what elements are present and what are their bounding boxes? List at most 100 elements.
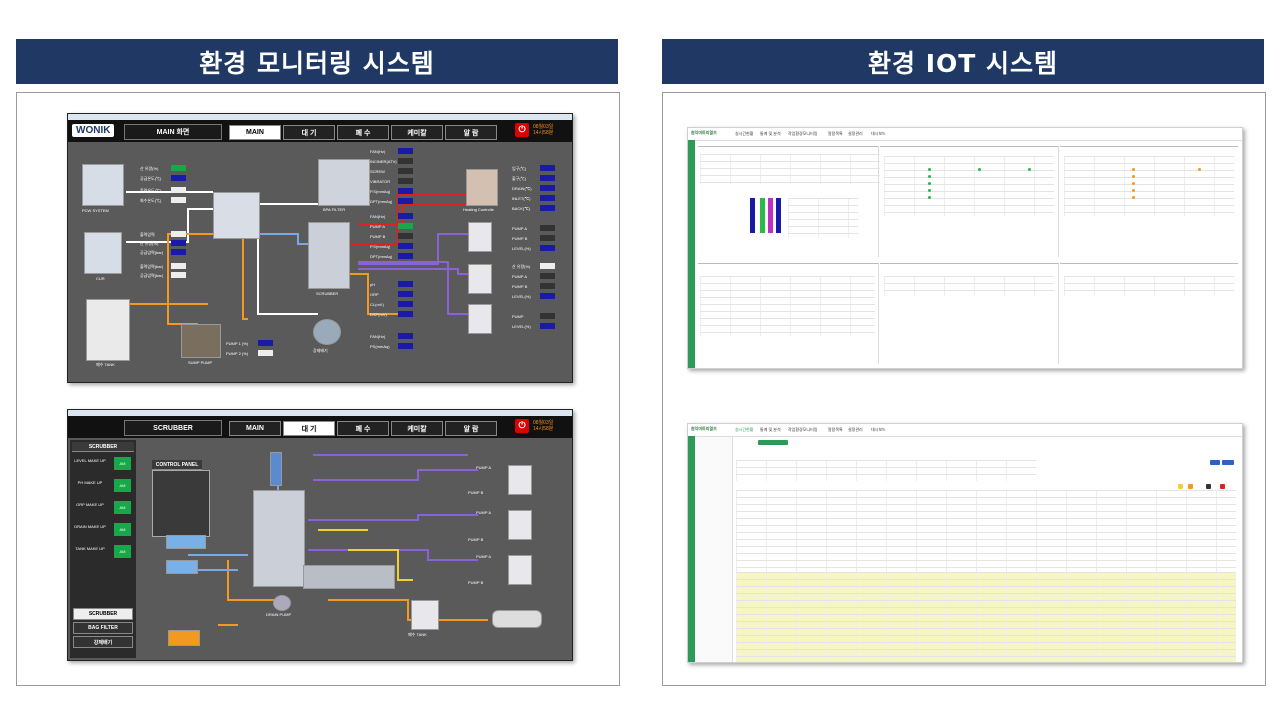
pcw-row-1: 산 유량(%) [140,166,159,171]
tab-chemical[interactable]: 케미칼 [391,421,443,436]
vent-box-2[interactable] [166,560,198,574]
low-row-4: DSP(mV) [370,312,387,317]
drain-tank[interactable] [411,600,439,630]
sump-pump-unit[interactable] [181,324,221,358]
vent-box-1[interactable] [166,535,206,549]
heating-controller[interactable] [466,169,498,206]
tab-wastewater[interactable]: 폐 수 [337,125,389,140]
bag-filter-unit[interactable] [318,159,370,206]
wastewater-tank[interactable] [86,299,130,361]
bot-row-2: PS(mmAq) [370,344,390,349]
menu-alarm[interactable]: 알람목록 [828,131,843,136]
side-label-4: DRAIN MAKE UP [74,524,106,529]
exhaust-fan[interactable] [313,319,341,345]
menu-workenv[interactable]: 작업환경모니터링 [788,427,818,432]
cur-pump-1[interactable] [468,222,492,252]
legend-chip [1178,484,1183,489]
menu-realtime[interactable]: 실시간현황 [735,131,754,136]
tab-chemical[interactable]: 케미칼 [391,125,443,140]
side-mode-1[interactable]: AM [114,457,131,470]
right3-value-1 [540,263,555,269]
active-tab-chip[interactable] [758,440,788,445]
tab-alarm[interactable]: 알 람 [445,125,497,140]
tab-wastewater[interactable]: 폐 수 [337,421,389,436]
clock-time: 14시58분 [533,426,554,432]
right1-row-2: 출구(℃) [512,176,527,181]
dash-table-2 [884,276,1054,296]
chemical-tank-3[interactable] [508,555,532,585]
left-section-header: 환경 모니터링 시스템 [16,39,618,84]
control-panel-title: CONTROL PANEL [152,460,202,470]
side-mode-3[interactable]: AM [114,501,131,514]
right2-value-1 [540,225,555,231]
top-row-2: INCINER(ATV) [370,159,397,164]
right4-value-2 [540,323,555,329]
side-mode-5[interactable]: AM [114,545,131,558]
chemical-tank-1[interactable] [508,465,532,495]
dash-mini-table [788,198,858,238]
scrubber-pipes [188,454,488,626]
chiller-unit[interactable] [84,232,122,274]
reset-button[interactable] [1222,460,1234,465]
mid-value-5 [398,253,413,259]
side-button-exhaust[interactable]: 강제배기 [73,636,133,648]
pcw-system-unit[interactable] [82,164,124,206]
dash-table-3 [1064,276,1234,296]
cur-pump-2[interactable] [468,264,492,294]
menu-stats[interactable]: 통계 및 분석 [760,427,781,432]
power-icon[interactable]: ⏻ [515,123,529,137]
menu-settings[interactable]: 설정관리 [848,131,863,136]
window-titlebar [68,410,572,416]
pump-label-2: PUMP B [468,490,484,495]
tab-main[interactable]: MAIN [229,421,281,436]
clock-time: 14시58분 [533,130,554,136]
search-button[interactable] [1210,460,1220,465]
right3-value-2 [540,273,555,279]
menu-alarm[interactable]: 알람목록 [828,427,843,432]
chemical-box[interactable] [168,630,200,646]
cur-pump-3[interactable] [468,304,492,334]
side-mode-4[interactable]: AM [114,523,131,536]
scrubber-tower[interactable] [253,490,305,587]
right1-row-5: BACK(℃) [512,206,531,211]
menu-dashboard[interactable]: 대시보드 [871,131,886,136]
screen-title: SCRUBBER [124,420,222,436]
status-dot [1132,175,1135,178]
dash-section-6 [1060,263,1238,364]
menu-stats[interactable]: 통계 및 분석 [760,131,781,136]
top-value-1 [398,148,413,154]
side-mode-2[interactable]: AM [114,479,131,492]
menu-dashboard[interactable]: 대시보드 [871,427,886,432]
side-button-scrubber[interactable]: SCRUBBER [73,608,133,620]
scrubber-column[interactable] [308,222,350,289]
menu-settings[interactable]: 설정관리 [848,427,863,432]
scrubber-basin[interactable] [303,565,395,589]
clock-date: 08월03일 [533,420,554,426]
mid-value-2 [398,223,413,229]
mid-value-4 [398,243,413,249]
tab-air[interactable]: 대 기 [283,421,335,436]
cur-row-1: 출력압력 [140,232,155,237]
tab-alarm[interactable]: 알 람 [445,421,497,436]
drain-pump[interactable] [273,595,291,611]
chemical-tank-2[interactable] [508,510,532,540]
tab-main[interactable]: MAIN [229,125,281,140]
side-button-bag-filter[interactable]: BAG FILTER [73,622,133,634]
power-icon[interactable]: ⏻ [515,419,529,433]
tanker-truck[interactable] [492,610,542,628]
duct-column[interactable] [270,452,282,486]
central-unit[interactable] [213,192,260,239]
pump-label-6: PUMP B [468,580,484,585]
legend-chip [1188,484,1193,489]
clock-date: 08월03일 [533,124,554,130]
pcw-value-4 [171,197,186,203]
status-dot [928,182,931,185]
menu-workenv[interactable]: 작업환경모니터링 [788,131,818,136]
pcw-value-2 [171,175,186,181]
menu-realtime[interactable]: 실시간현황 [735,427,754,432]
process-pipes [126,191,473,325]
dash-section-1 [698,146,879,257]
tab-air[interactable]: 대 기 [283,125,335,140]
dash-status-table-1 [884,156,1054,216]
